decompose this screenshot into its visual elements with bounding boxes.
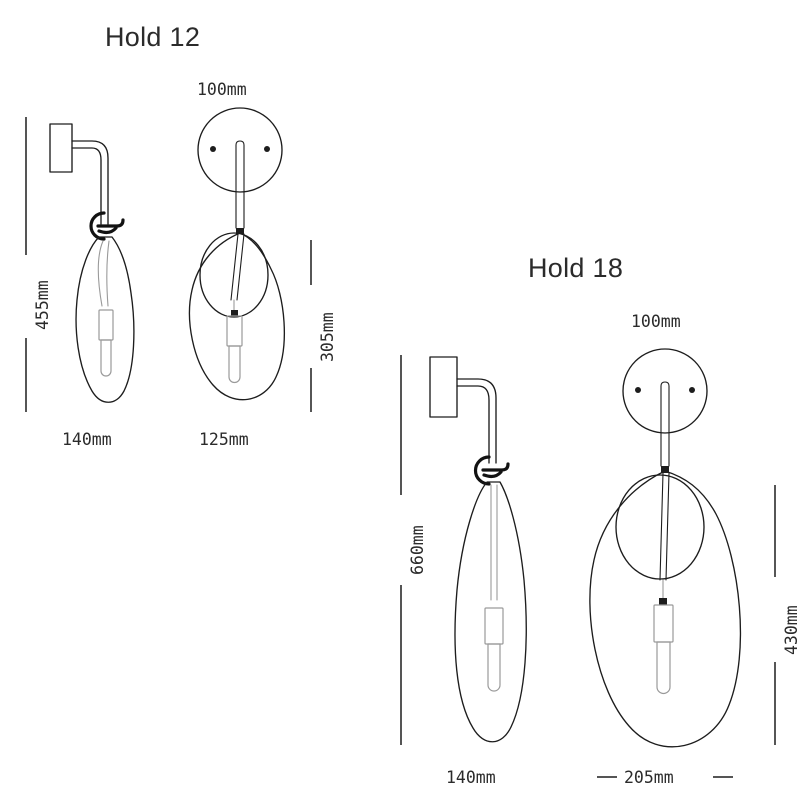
hold18-side-arm-inner bbox=[456, 385, 490, 464]
hold18-side-shade bbox=[454, 481, 527, 743]
hold18-side-bulb-tube bbox=[487, 643, 501, 692]
hold12-side-elevation bbox=[49, 123, 135, 403]
hold12-canopy-dimension: 100mm bbox=[197, 80, 247, 99]
hold18-side-hook-latch bbox=[481, 462, 510, 472]
hold12-front-hook-ring bbox=[199, 232, 269, 318]
hold12-side-arm-inner bbox=[71, 147, 102, 225]
hold18-front-elevation bbox=[589, 348, 742, 748]
hold18-front-stem-collar bbox=[661, 466, 669, 473]
hold12-front-stem-left bbox=[235, 140, 245, 229]
hold12-side-arm-outer bbox=[71, 140, 109, 225]
hold18-front-hook-strap-right bbox=[665, 472, 670, 581]
hold12-side-cord-right bbox=[106, 240, 110, 307]
hold12-dimension-lines bbox=[25, 117, 312, 412]
hold12-side-shade bbox=[75, 236, 135, 403]
hold18-front-hook-strap-left bbox=[659, 472, 664, 581]
hold12-title: Hold 12 bbox=[105, 22, 201, 52]
hold12-side-hook-tip bbox=[97, 226, 118, 235]
hold12-front-screw-right bbox=[264, 146, 270, 152]
hold18-canopy-dimension: 100mm bbox=[631, 312, 681, 331]
hold18-front-bulb-socket bbox=[653, 604, 674, 643]
hold12-front-screw-left bbox=[210, 146, 216, 152]
hold12-front-shade bbox=[188, 232, 285, 401]
hold18-front-screw-right bbox=[689, 387, 695, 393]
hold18-side-hook-tip bbox=[482, 470, 503, 479]
hold12-side-wall-plate bbox=[49, 123, 73, 173]
hold12-height-dimension: 455mm bbox=[33, 280, 52, 330]
hold12-front-cord-clamp bbox=[231, 310, 238, 316]
hold12-side-hook-latch bbox=[96, 218, 125, 228]
hold12-side-bulb-socket bbox=[98, 309, 114, 341]
hold18-front-width-dimension: 205mm bbox=[624, 768, 674, 787]
hold12-front-elevation bbox=[188, 107, 285, 401]
hold18-side-wall-plate bbox=[429, 356, 458, 418]
hold18-front-stem-left bbox=[660, 381, 670, 467]
hold18-side-elevation bbox=[429, 356, 527, 743]
hold12-front-canopy bbox=[197, 107, 283, 193]
hold12-side-cord-left bbox=[97, 240, 104, 307]
hold18-side-arm-outer bbox=[456, 378, 497, 464]
hold18-dimension-lines bbox=[400, 355, 776, 778]
hold12-shade-height-dimension: 305mm bbox=[318, 312, 337, 362]
hold18-title: Hold 18 bbox=[528, 253, 624, 283]
hold12-front-hook-strap-left bbox=[230, 233, 239, 301]
hold18-height-dimension: 660mm bbox=[408, 525, 427, 575]
hold18-front-shade bbox=[589, 470, 742, 748]
hold18-shade-height-dimension: 430mm bbox=[782, 605, 800, 655]
hold12-front-bulb-socket bbox=[226, 315, 243, 347]
hold12-side-hook-ring bbox=[89, 211, 106, 241]
hold18-side-width-dimension: 140mm bbox=[446, 768, 496, 787]
hold12-front-hook-strap-right bbox=[236, 233, 245, 301]
hold18-side-hook-ring bbox=[473, 455, 491, 486]
hold12-front-bulb-tube bbox=[228, 345, 241, 384]
hold18-side-bulb-socket bbox=[484, 607, 504, 645]
hold18-front-bulb-tube bbox=[656, 641, 671, 695]
hold12-front-width-dimension: 125mm bbox=[199, 430, 249, 449]
hold18-front-screw-left bbox=[635, 387, 641, 393]
hold12-side-width-dimension: 140mm bbox=[62, 430, 112, 449]
hold18-front-canopy bbox=[622, 348, 708, 434]
hold12-side-bulb-tube bbox=[100, 339, 112, 377]
hold18-front-cord-clamp bbox=[659, 598, 667, 605]
hold12-front-stem-collar bbox=[236, 228, 244, 234]
